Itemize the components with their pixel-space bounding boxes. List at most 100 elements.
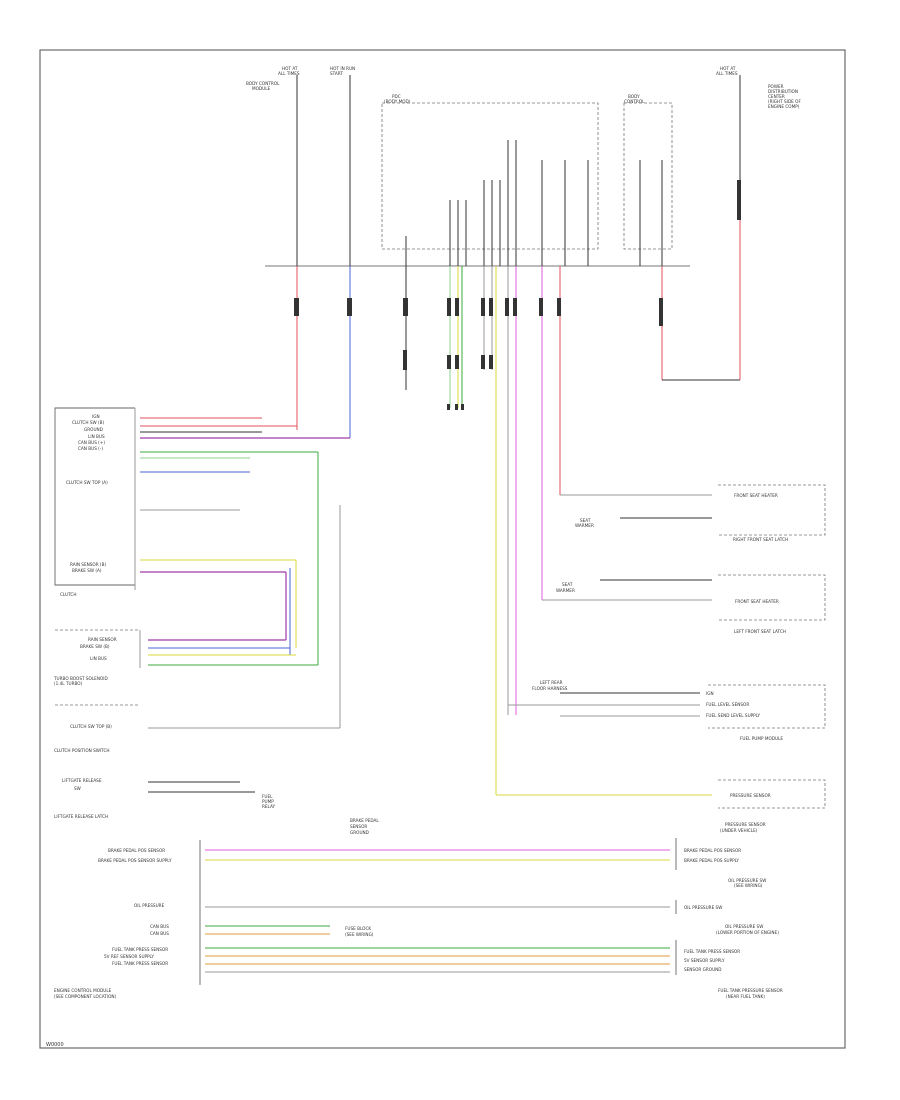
svg-text:PUMP: PUMP (262, 799, 274, 804)
svg-text:(BODY MOD): (BODY MOD) (384, 99, 411, 104)
svg-text:LEFT REAR: LEFT REAR (540, 680, 563, 685)
engine-control-block: BRAKE PEDAL POS SENSOR BRAKE PEDAL POS S… (54, 818, 670, 999)
svg-text:CENTER: CENTER (768, 94, 785, 99)
right-sensors: BRAKE PEDAL POS SENSOR BRAKE PEDAL POS S… (675, 822, 783, 999)
left-connector: IGN CLUTCH SW (B) GROUND LIN BUS CAN BUS… (54, 407, 136, 597)
svg-text:FUEL TANK PRESS SENSOR: FUEL TANK PRESS SENSOR (112, 961, 168, 966)
clutch-position-switch-label: CLUTCH POSITION SWITCH (54, 748, 110, 753)
svg-text:(SEE COMPONENT LOCATION): (SEE COMPONENT LOCATION) (54, 994, 117, 999)
left-wires (140, 417, 350, 728)
svg-text:SW: SW (74, 786, 81, 791)
svg-text:OIL PRESSURE: OIL PRESSURE (134, 903, 165, 908)
svg-text:5V REF SENSOR SUPPLY: 5V REF SENSOR SUPPLY (104, 954, 154, 959)
svg-text:5V SENSOR SUPPLY: 5V SENSOR SUPPLY (684, 958, 725, 963)
svg-text:CLUTCH SW TOP (B): CLUTCH SW TOP (B) (70, 724, 112, 729)
svg-text:OIL PRESSURE SW: OIL PRESSURE SW (725, 924, 763, 929)
svg-text:CAN BUS: CAN BUS (150, 924, 169, 929)
svg-text:PRESSURE SENSOR: PRESSURE SENSOR (725, 822, 766, 827)
svg-text:(SEE WIRING): (SEE WIRING) (345, 932, 374, 937)
svg-text:HOT AT: HOT AT (282, 66, 298, 71)
svg-text:MODULE: MODULE (252, 86, 271, 91)
svg-text:SEAT: SEAT (580, 518, 591, 523)
svg-text:TURBO BOOST SOLENOID: TURBO BOOST SOLENOID (53, 676, 108, 681)
pressure-sensor-label: PRESSURE SENSOR (730, 793, 771, 798)
svg-text:BRAKE PEDAL POS SENSOR: BRAKE PEDAL POS SENSOR (108, 848, 165, 853)
svg-text:BRAKE PEDAL POS SENSOR SUPPLY: BRAKE PEDAL POS SENSOR SUPPLY (98, 858, 172, 863)
svg-text:GROUND: GROUND (84, 427, 103, 432)
svg-text:FUEL TANK PRESSURE SENSOR: FUEL TANK PRESSURE SENSOR (718, 988, 783, 993)
footer-id: W0000 (46, 1042, 64, 1048)
pressure-sensor: PRESSURE SENSOR (496, 779, 826, 809)
svg-text:POWER: POWER (768, 84, 784, 89)
svg-text:IGN: IGN (706, 691, 714, 696)
svg-text:(NEAR FUEL TANK): (NEAR FUEL TANK) (726, 994, 765, 999)
svg-text:FUEL: FUEL (262, 794, 273, 799)
svg-text:DISTRIBUTION: DISTRIBUTION (768, 89, 798, 94)
svg-text:FUEL TANK PRESS SENSOR: FUEL TANK PRESS SENSOR (112, 947, 168, 952)
svg-text:FRONT SEAT HEATER: FRONT SEAT HEATER (734, 493, 778, 498)
svg-text:BRAKE PEDAL: BRAKE PEDAL (350, 818, 379, 823)
diagram-frame (39, 49, 846, 1049)
svg-text:BRAKE SW (A): BRAKE SW (A) (72, 568, 102, 573)
liftgate-release-latch-label: LIFTGATE RELEASE LATCH (54, 814, 108, 819)
seat-heater-right: FRONT SEAT HEATER RIGHT FRONT SEAT LATCH… (542, 484, 826, 634)
svg-text:WARMER: WARMER (556, 588, 575, 593)
svg-text:LIN BUS: LIN BUS (90, 656, 107, 661)
svg-text:CAN BUS (+): CAN BUS (+) (78, 440, 105, 445)
svg-text:ENGINE COMP): ENGINE COMP) (768, 104, 800, 109)
svg-text:RAIN SENSOR: RAIN SENSOR (88, 637, 117, 642)
svg-text:CAN BUS (-): CAN BUS (-) (78, 446, 103, 451)
top-wires (296, 75, 741, 266)
svg-text:(1.4L TURBO): (1.4L TURBO) (54, 681, 83, 686)
svg-text:LIFTGATE RELEASE: LIFTGATE RELEASE (62, 778, 102, 783)
svg-text:SEAT: SEAT (562, 582, 573, 587)
body-control-box (623, 102, 673, 250)
svg-text:CLUTCH SW TOP (A): CLUTCH SW TOP (A) (66, 480, 108, 485)
svg-text:(RIGHT SIDE OF: (RIGHT SIDE OF (768, 99, 801, 104)
svg-text:FUEL SEND LEVEL SUPPLY: FUEL SEND LEVEL SUPPLY (706, 713, 760, 718)
engine-control-label: ENGINE CONTROL MODULE (54, 988, 112, 993)
clutch-sensor-block: RAIN SENSOR BRAKE SW (B) LIN BUS TURBO B… (53, 629, 340, 819)
svg-text:RELAY: RELAY (262, 804, 276, 809)
svg-text:OIL PRESSURE SW: OIL PRESSURE SW (728, 878, 766, 883)
svg-text:SENSOR: SENSOR (350, 824, 367, 829)
svg-text:ALL TIMES: ALL TIMES (278, 71, 300, 76)
svg-text:HOT IN RUN: HOT IN RUN (330, 66, 355, 71)
svg-text:BODY CONTROL: BODY CONTROL (246, 81, 280, 86)
svg-text:FRONT SEAT HEATER: FRONT SEAT HEATER (735, 599, 779, 604)
svg-text:FLOOR HARNESS: FLOOR HARNESS (532, 686, 568, 691)
svg-text:CONTROL: CONTROL (624, 99, 645, 104)
fuel-pump-module-label: FUEL PUMP MODULE (740, 736, 783, 741)
svg-text:CAN BUS: CAN BUS (150, 931, 169, 936)
svg-text:FUEL TANK PRESS SENSOR: FUEL TANK PRESS SENSOR (684, 949, 740, 954)
svg-text:ALL TIMES: ALL TIMES (716, 71, 738, 76)
svg-text:IGN: IGN (92, 414, 100, 419)
svg-text:SENSOR GROUND: SENSOR GROUND (684, 967, 722, 972)
svg-text:RIGHT FRONT SEAT LATCH: RIGHT FRONT SEAT LATCH (733, 537, 788, 542)
fuel-pump-module: IGN FUEL LEVEL SENSOR FUEL SEND LEVEL SU… (508, 680, 826, 741)
svg-text:LEFT FRONT SEAT LATCH: LEFT FRONT SEAT LATCH (734, 629, 786, 634)
svg-text:LIN BUS: LIN BUS (88, 434, 105, 439)
svg-text:WARMER: WARMER (575, 523, 594, 528)
svg-text:BRAKE PEDAL POS SUPPLY: BRAKE PEDAL POS SUPPLY (684, 858, 739, 863)
top-labels: HOT AT ALL TIMES HOT IN RUN START BODY C… (246, 66, 801, 109)
svg-text:FUEL LEVEL SENSOR: FUEL LEVEL SENSOR (706, 702, 749, 707)
svg-text:FUSE BLOCK: FUSE BLOCK (345, 926, 371, 931)
pdc-box (381, 102, 599, 250)
svg-text:BRAKE PEDAL POS SENSOR: BRAKE PEDAL POS SENSOR (684, 848, 741, 853)
svg-text:GROUND: GROUND (350, 830, 369, 835)
svg-text:PDC: PDC (392, 94, 401, 99)
svg-text:START: START (330, 71, 343, 76)
svg-text:BRAKE SW (B): BRAKE SW (B) (80, 644, 110, 649)
svg-text:(SEE WIRING): (SEE WIRING) (734, 883, 763, 888)
svg-text:RAIN SENSOR (B): RAIN SENSOR (B) (70, 562, 106, 567)
wire-markers (294, 180, 741, 410)
svg-text:HOT AT: HOT AT (720, 66, 736, 71)
svg-text:OIL PRESSURE SW: OIL PRESSURE SW (684, 905, 722, 910)
svg-text:CLUTCH SW (B): CLUTCH SW (B) (72, 420, 104, 425)
svg-text:BODY: BODY (628, 94, 640, 99)
svg-text:(UNDER VEHICLE): (UNDER VEHICLE) (720, 828, 758, 833)
svg-text:(LOWER PORTION OF ENGINE): (LOWER PORTION OF ENGINE) (716, 930, 779, 935)
svg-text:CLUTCH: CLUTCH (60, 592, 77, 597)
